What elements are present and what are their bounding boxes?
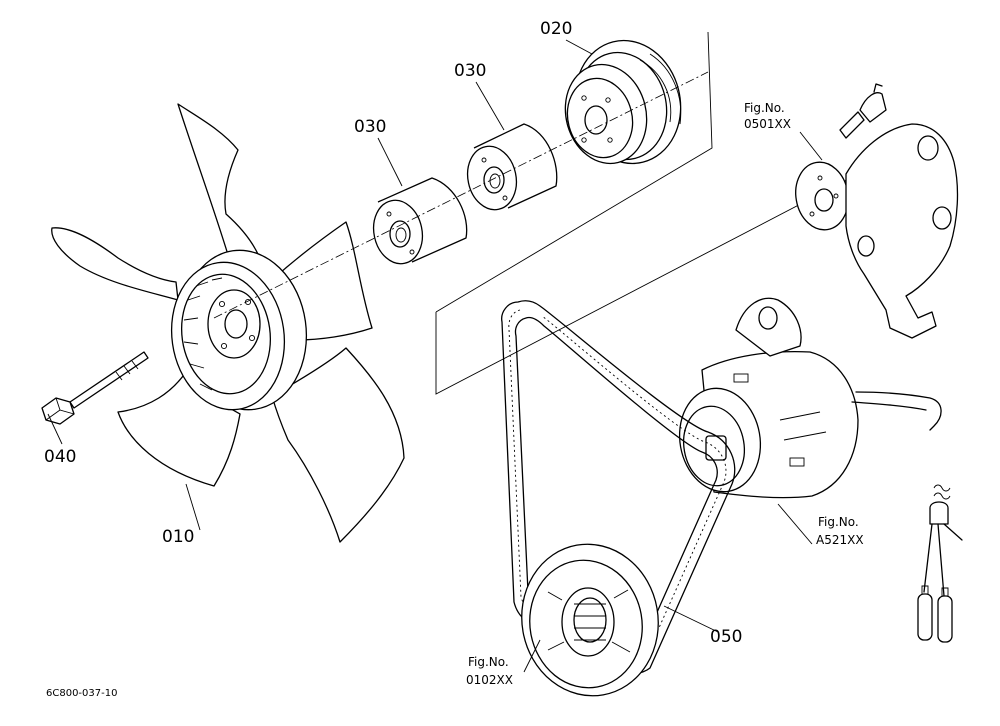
spacer-lower[interactable] — [368, 177, 468, 268]
label-030-lower: 030 — [354, 117, 386, 137]
ref-0102xx-number: 0102XX — [466, 673, 513, 687]
leader-0102xx — [523, 639, 541, 673]
centre-line — [213, 71, 709, 319]
label-050: 050 — [710, 627, 742, 647]
leader-030-lower — [377, 137, 403, 187]
label-040: 040 — [44, 447, 76, 467]
leader-030-upper — [475, 81, 505, 131]
label-010: 010 — [162, 527, 194, 547]
label-030-upper: 030 — [454, 61, 486, 81]
leader-a521xx — [777, 503, 813, 545]
sensor-part — [917, 484, 963, 643]
leader-040 — [47, 413, 63, 445]
leader-020 — [565, 39, 593, 55]
crank-pulley[interactable] — [510, 533, 670, 706]
pulley[interactable] — [555, 29, 693, 174]
water-pump[interactable] — [790, 83, 959, 339]
ref-0501xx-prefix: Fig.No. — [744, 101, 785, 115]
leader-010 — [185, 483, 201, 531]
alternator[interactable] — [672, 297, 942, 499]
assembly-frame — [435, 147, 909, 395]
spacer-upper[interactable] — [462, 123, 558, 214]
leader-0501xx — [799, 131, 823, 161]
fan[interactable] — [51, 103, 405, 543]
ref-0501xx-number: 0501XX — [744, 117, 791, 131]
leader-050 — [663, 605, 719, 633]
drawing-code: 6C800-037-10 — [46, 688, 117, 699]
ref-a521xx-number: A521XX — [816, 533, 864, 547]
label-020: 020 — [540, 19, 572, 39]
pulley-bracket — [435, 31, 713, 313]
ref-0102xx-prefix: Fig.No. — [468, 655, 509, 669]
ref-a521xx-prefix: Fig.No. — [818, 515, 859, 529]
